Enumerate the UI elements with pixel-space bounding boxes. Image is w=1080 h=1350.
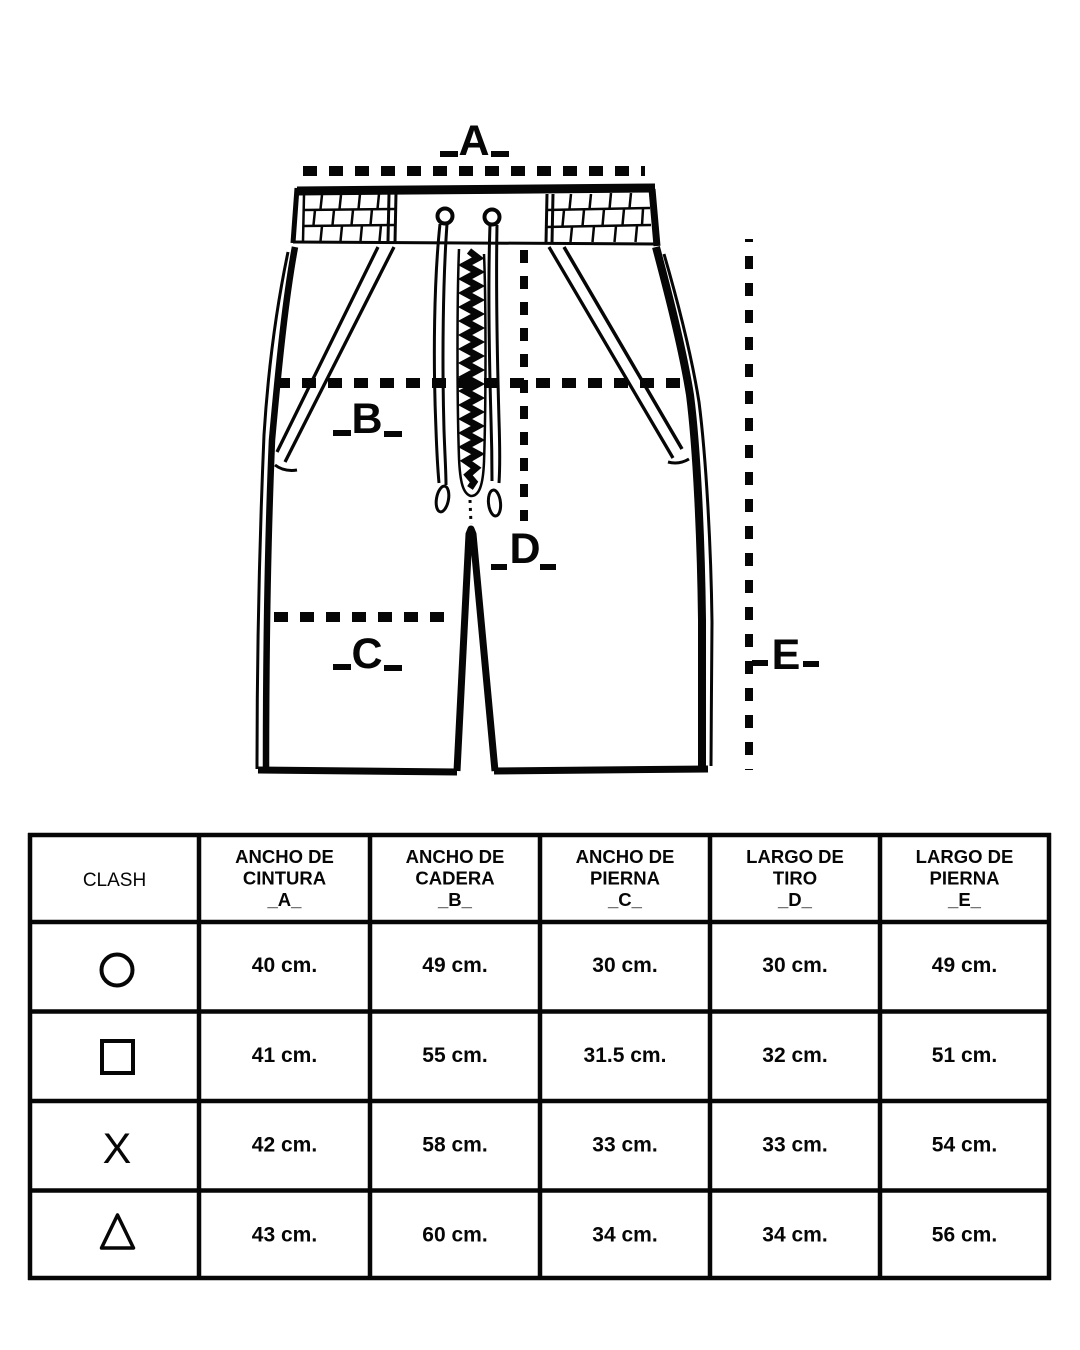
- svg-text:ANCHO DE: ANCHO DE: [235, 846, 334, 867]
- svg-text:34 cm.: 34 cm.: [762, 1224, 827, 1247]
- svg-text:LARGO DE: LARGO DE: [916, 846, 1014, 867]
- svg-text:_E_: _E_: [947, 889, 982, 910]
- svg-text:30 cm.: 30 cm.: [762, 954, 827, 977]
- svg-text:CLASH: CLASH: [83, 870, 146, 891]
- svg-text:30 cm.: 30 cm.: [592, 954, 657, 977]
- svg-text:_B_: _B_: [437, 889, 473, 910]
- svg-text:X: X: [103, 1125, 132, 1173]
- svg-text:56 cm.: 56 cm.: [932, 1224, 997, 1247]
- svg-text:CADERA: CADERA: [415, 868, 494, 889]
- svg-text:LARGO DE: LARGO DE: [746, 846, 844, 867]
- svg-text:60 cm.: 60 cm.: [422, 1224, 487, 1247]
- svg-text:51 cm.: 51 cm.: [932, 1044, 997, 1067]
- svg-text:TIRO: TIRO: [773, 868, 817, 889]
- svg-text:33 cm.: 33 cm.: [592, 1134, 657, 1157]
- svg-text:55 cm.: 55 cm.: [422, 1044, 487, 1067]
- svg-text:49 cm.: 49 cm.: [932, 954, 997, 977]
- svg-text:49 cm.: 49 cm.: [422, 954, 487, 977]
- svg-text:B: B: [351, 395, 382, 443]
- svg-text:34 cm.: 34 cm.: [592, 1224, 657, 1247]
- svg-text:42 cm.: 42 cm.: [252, 1134, 317, 1157]
- svg-text:ANCHO DE: ANCHO DE: [576, 846, 675, 867]
- svg-text:E: E: [772, 631, 801, 679]
- svg-text:PIERNA: PIERNA: [590, 868, 660, 889]
- svg-text:C: C: [351, 630, 382, 678]
- svg-text:54 cm.: 54 cm.: [932, 1134, 997, 1157]
- svg-text:_C_: _C_: [607, 889, 643, 910]
- svg-text:D: D: [509, 525, 540, 573]
- svg-text:32 cm.: 32 cm.: [762, 1044, 827, 1067]
- svg-text:40 cm.: 40 cm.: [252, 954, 317, 977]
- svg-text:_D_: _D_: [777, 889, 813, 910]
- svg-text:PIERNA: PIERNA: [930, 868, 1000, 889]
- svg-text:ANCHO DE: ANCHO DE: [406, 846, 505, 867]
- svg-text:31.5 cm.: 31.5 cm.: [584, 1044, 667, 1067]
- svg-text:43 cm.: 43 cm.: [252, 1224, 317, 1247]
- svg-text:_A_: _A_: [267, 889, 303, 910]
- svg-text:A: A: [458, 117, 489, 165]
- svg-text:33 cm.: 33 cm.: [762, 1134, 827, 1157]
- svg-text:58 cm.: 58 cm.: [422, 1134, 487, 1157]
- svg-text:41 cm.: 41 cm.: [252, 1044, 317, 1067]
- svg-text:CINTURA: CINTURA: [243, 868, 326, 889]
